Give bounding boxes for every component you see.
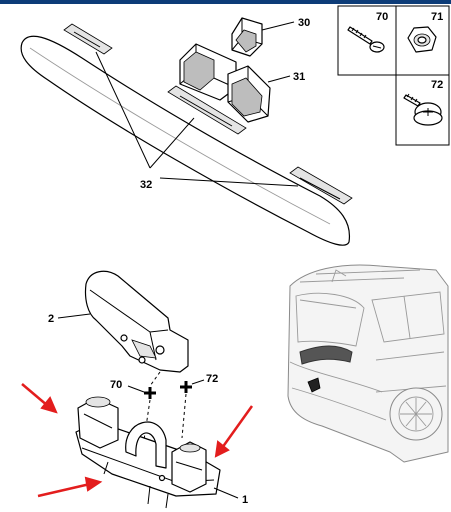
lower-assembly: 2 70 72 1: [21, 270, 254, 509]
red-arrow-lower-left: [37, 476, 103, 498]
switch-block-31: [179, 43, 271, 123]
leader-31: [267, 75, 291, 83]
fastener-legend: 70 71 72: [337, 5, 450, 146]
leader-72: [191, 379, 205, 385]
cross-marker-72: [180, 381, 192, 393]
label-2: 2: [48, 313, 54, 325]
cross-marker-70: [144, 387, 156, 399]
label-72: 72: [431, 79, 443, 91]
nut-71-icon: [407, 26, 437, 53]
exploded-parts-diagram: 70 71 72: [20, 5, 450, 509]
tailgate-trim-strip: [20, 35, 351, 246]
gasket-32-right: [289, 166, 353, 205]
header-bar: [0, 0, 451, 4]
alignment-lines: [143, 371, 187, 441]
gasket-32-middle: [167, 85, 247, 135]
label-31: 31: [293, 71, 305, 83]
gasket-32-left: [63, 23, 113, 55]
label-70: 70: [376, 11, 388, 23]
leader-1: [213, 487, 239, 499]
callout-70: 70: [110, 379, 122, 391]
callout-72: 72: [206, 373, 218, 385]
screw-70-icon: [347, 26, 385, 53]
trim-strip-edge: [29, 47, 331, 225]
label-71: 71: [431, 11, 443, 23]
lock-housing-2: [84, 270, 189, 373]
leader-2: [57, 313, 91, 319]
upper-assembly: 30 31 32: [20, 17, 353, 246]
leader-32: [95, 51, 299, 187]
car-rear-illustration: [287, 264, 449, 463]
label-30: 30: [298, 17, 310, 29]
label-1: 1: [242, 494, 248, 506]
legend-box-72: [395, 74, 450, 146]
leader-70: [127, 385, 145, 393]
part-30-clip: [231, 17, 263, 57]
label-32: 32: [140, 179, 152, 191]
leader-30: [261, 21, 295, 31]
red-arrow-upper-left: [21, 383, 58, 414]
lock-mechanism-1: [75, 396, 221, 509]
screw-72-icon: [403, 93, 443, 126]
red-arrow-right: [214, 405, 254, 458]
